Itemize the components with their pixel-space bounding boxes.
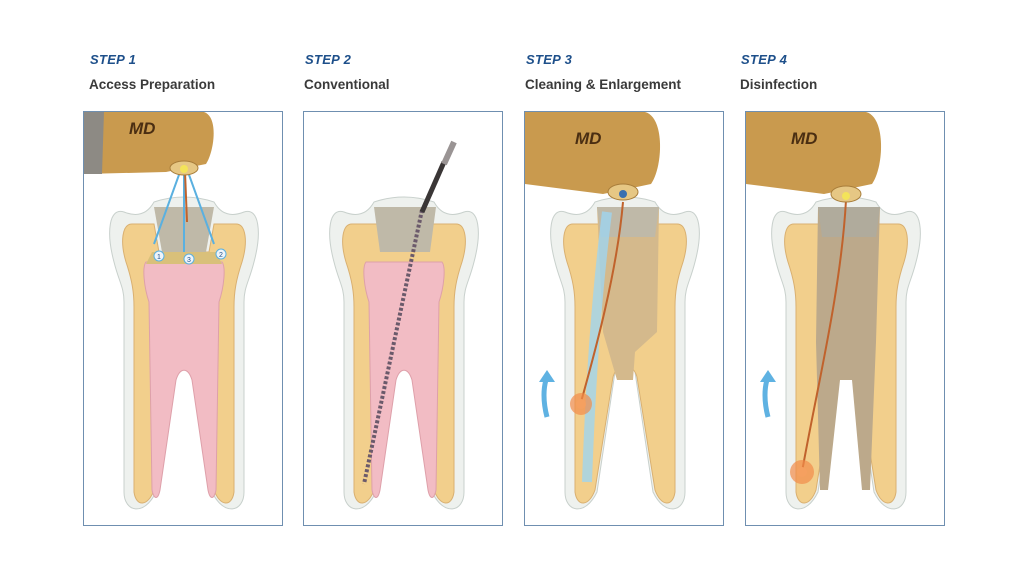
handpiece <box>746 112 881 194</box>
step-4-label: STEP 4 <box>741 52 787 67</box>
handpiece-logo: MD <box>129 119 155 138</box>
step-2-title: Conventional <box>304 77 390 92</box>
handpiece-shade <box>84 112 104 174</box>
canal-marker-2-label: 2 <box>219 252 223 259</box>
handpiece-logo: MD <box>791 129 817 148</box>
canal-marker-1-label: 1 <box>157 254 161 261</box>
upward-arrow <box>765 377 768 417</box>
handpiece <box>525 112 660 194</box>
step-3-label: STEP 3 <box>526 52 572 67</box>
step-2-panel <box>303 111 503 526</box>
step-4-title: Disinfection <box>740 77 817 92</box>
step-4-panel: MD <box>745 111 945 526</box>
handpiece-logo: MD <box>575 129 601 148</box>
step-4-illustration: MD <box>746 112 945 526</box>
arrow-head <box>539 370 555 382</box>
access-cavity <box>818 207 880 237</box>
arrow-head <box>760 370 776 382</box>
step-2-label: STEP 2 <box>305 52 351 67</box>
step-1-label: STEP 1 <box>90 52 136 67</box>
pulp <box>144 262 224 498</box>
canal-marker-3-label: 3 <box>187 257 191 264</box>
step-3-title: Cleaning & Enlargement <box>525 77 681 92</box>
pulp <box>364 262 444 498</box>
step-1-illustration: 1 3 2 MD <box>84 112 283 526</box>
step-1-title: Access Preparation <box>89 77 215 92</box>
upward-arrow <box>544 377 547 417</box>
step-1-panel: 1 3 2 MD <box>83 111 283 526</box>
step-3-panel: MD <box>524 111 724 526</box>
access-cavity <box>374 207 436 252</box>
step-2-illustration <box>304 112 503 526</box>
step-3-illustration: MD <box>525 112 724 526</box>
